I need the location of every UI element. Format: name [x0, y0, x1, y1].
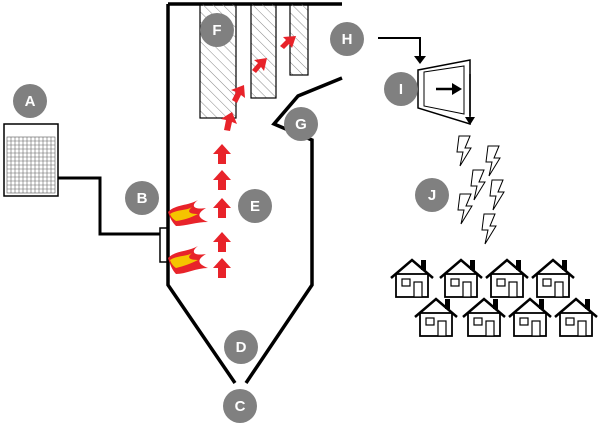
fuel-bin-icon [3, 123, 59, 197]
label-d-text: D [236, 339, 247, 356]
flame-icon [168, 200, 208, 226]
house-icon [390, 258, 434, 298]
label-e: E [238, 189, 272, 223]
label-j: J [415, 178, 449, 212]
fuel-feed-pipe [58, 176, 162, 236]
label-c-text: C [235, 398, 246, 415]
label-d: D [224, 330, 258, 364]
steam-line [378, 37, 421, 58]
label-a: A [13, 84, 47, 118]
house-icon [531, 258, 575, 298]
label-c: C [223, 389, 257, 423]
label-g: G [284, 107, 318, 141]
flame-icon [168, 246, 208, 274]
label-i: I [384, 72, 418, 106]
turbine-icon [417, 59, 471, 126]
label-a-text: A [25, 93, 36, 110]
label-g-text: G [295, 116, 307, 133]
turbine-output-arrowhead [465, 117, 475, 125]
label-f: F [200, 13, 234, 47]
label-e-text: E [250, 198, 260, 215]
lightning-bolt-icon [456, 135, 505, 245]
house-icon [414, 297, 458, 337]
label-f-text: F [212, 22, 221, 39]
label-j-text: J [428, 187, 436, 204]
label-b: B [125, 181, 159, 215]
gas-flow-arrows [213, 36, 296, 278]
house-icon [554, 297, 598, 337]
house-icon [439, 258, 483, 298]
label-h: H [330, 22, 364, 56]
label-h-text: H [342, 31, 353, 48]
house-icon [485, 258, 529, 298]
steam-line-arrowhead [414, 56, 426, 64]
house-icon [462, 297, 506, 337]
label-i-text: I [399, 81, 403, 98]
house-icon [508, 297, 552, 337]
label-b-text: B [137, 190, 148, 207]
